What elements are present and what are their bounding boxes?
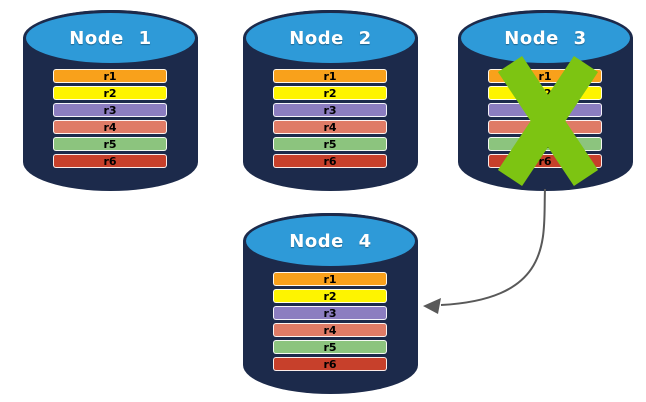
- node-1-replica-r5: r5: [53, 137, 167, 151]
- replication-arrow: [423, 188, 546, 314]
- node-4-replica-r4: r4: [273, 323, 387, 337]
- node-1-replica-r6: r6: [53, 154, 167, 168]
- replica-label: r3: [323, 103, 337, 117]
- node-3-cylinder: Node 3 r1 r2 r3 r4 r5 r6: [458, 10, 633, 191]
- node-3-replica-r6: r6: [488, 154, 602, 168]
- node-3-replica-r3: r3: [488, 103, 602, 117]
- node-4-replica-r3: r3: [273, 306, 387, 320]
- node-1-replica-list: r1 r2 r3 r4 r5 r6: [53, 69, 167, 171]
- replica-label: r2: [323, 86, 337, 100]
- replica-label: r2: [323, 289, 337, 303]
- replica-label: r3: [323, 306, 337, 320]
- replica-label: r5: [323, 137, 337, 151]
- node-1-cylinder: Node 1 r1 r2 r3 r4 r5 r6: [23, 10, 198, 191]
- replica-label: r4: [103, 120, 117, 134]
- node-3-replica-r4: r4: [488, 120, 602, 134]
- node-1-replica-r1: r1: [53, 69, 167, 83]
- node-1-replica-r3: r3: [53, 103, 167, 117]
- replica-label: r6: [323, 154, 337, 168]
- node-3-replica-list: r1 r2 r3 r4 r5 r6: [488, 69, 602, 171]
- node-2-replica-list: r1 r2 r3 r4 r5 r6: [273, 69, 387, 171]
- replica-label: r5: [103, 137, 117, 151]
- replica-label: r4: [323, 120, 337, 134]
- replica-label: r1: [323, 272, 337, 286]
- replica-label: r2: [103, 86, 117, 100]
- arrowhead-icon: [423, 298, 441, 314]
- replica-label: r6: [538, 154, 552, 168]
- node-2-replica-r6: r6: [273, 154, 387, 168]
- replica-label: r6: [103, 154, 117, 168]
- node-4-replica-r6: r6: [273, 357, 387, 371]
- node-2-replica-r2: r2: [273, 86, 387, 100]
- node-4-cylinder: Node 4 r1 r2 r3 r4 r5 r6: [243, 213, 418, 394]
- node-4-replica-r2: r2: [273, 289, 387, 303]
- replica-label: r4: [538, 120, 552, 134]
- node-3-cylinder-top: Node 3: [458, 10, 633, 66]
- node-3-label: Node 3: [504, 27, 587, 49]
- node-4-replica-r5: r5: [273, 340, 387, 354]
- replica-label: r6: [323, 357, 337, 371]
- node-2-label: Node 2: [289, 27, 372, 49]
- node-2-cylinder-top: Node 2: [243, 10, 418, 66]
- node-2-replica-r5: r5: [273, 137, 387, 151]
- node-4-label: Node 4: [289, 230, 372, 252]
- node-3-replica-r2: r2: [488, 86, 602, 100]
- node-4-cylinder-top: Node 4: [243, 213, 418, 269]
- replica-label: r1: [538, 69, 552, 83]
- node-4-replica-list: r1 r2 r3 r4 r5 r6: [273, 272, 387, 374]
- replica-label: r4: [323, 323, 337, 337]
- replica-label: r3: [103, 103, 117, 117]
- node-1-replica-r2: r2: [53, 86, 167, 100]
- replica-label: r1: [103, 69, 117, 83]
- node-1-cylinder-top: Node 1: [23, 10, 198, 66]
- node-2-replica-r4: r4: [273, 120, 387, 134]
- node-3-replica-r5: r5: [488, 137, 602, 151]
- node-1-replica-r4: r4: [53, 120, 167, 134]
- node-2-cylinder: Node 2 r1 r2 r3 r4 r5 r6: [243, 10, 418, 191]
- node-2-replica-r1: r1: [273, 69, 387, 83]
- node-1-label: Node 1: [69, 27, 152, 49]
- replica-label: r5: [538, 137, 552, 151]
- node-4-replica-r1: r1: [273, 272, 387, 286]
- node-3-replica-r1: r1: [488, 69, 602, 83]
- replica-label: r5: [323, 340, 337, 354]
- node-2-replica-r3: r3: [273, 103, 387, 117]
- replica-label: r1: [323, 69, 337, 83]
- replica-label: r3: [538, 103, 552, 117]
- replica-label: r2: [538, 86, 552, 100]
